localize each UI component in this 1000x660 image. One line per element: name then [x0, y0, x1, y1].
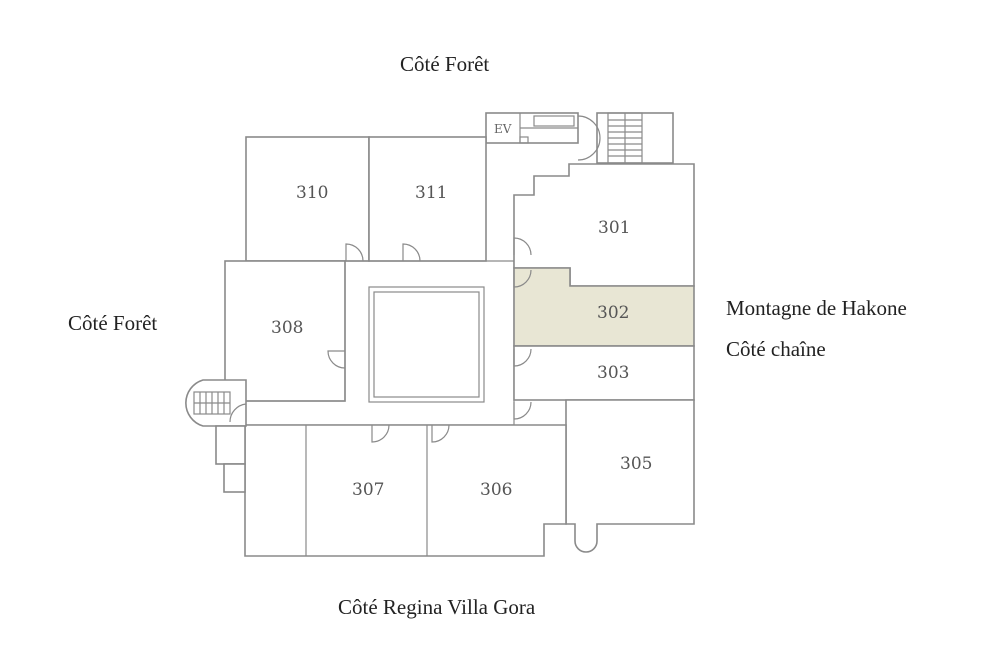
room-311-label: 311	[415, 183, 447, 203]
elevator-label: EV	[494, 122, 512, 136]
courtyard	[368, 286, 485, 403]
label-right-line2: Côté chaîne	[726, 337, 826, 361]
room-310	[245, 136, 370, 262]
room-308-label: 308	[271, 318, 303, 338]
room-307-label: 307	[352, 480, 384, 500]
room-311	[368, 136, 487, 262]
room-303-label: 303	[597, 363, 629, 383]
label-left: Côté Forêt	[68, 311, 157, 335]
top-stairs	[577, 112, 674, 164]
elevator-block: EV	[485, 112, 579, 144]
bottom-wing	[244, 424, 567, 557]
room-310-label: 310	[296, 183, 328, 203]
label-top: Côté Forêt	[400, 52, 489, 76]
room-308	[224, 260, 346, 402]
room-302-label: 302	[597, 303, 629, 323]
room-306-label: 306	[480, 480, 512, 500]
label-bottom: Côté Regina Villa Gora	[338, 595, 536, 619]
room-305-label: 305	[620, 454, 652, 474]
room-301-label: 301	[598, 218, 630, 238]
room-305	[565, 399, 695, 553]
label-right-line1: Montagne de Hakone	[726, 296, 907, 320]
left-stairs	[185, 379, 247, 493]
door-swings	[327, 237, 532, 443]
